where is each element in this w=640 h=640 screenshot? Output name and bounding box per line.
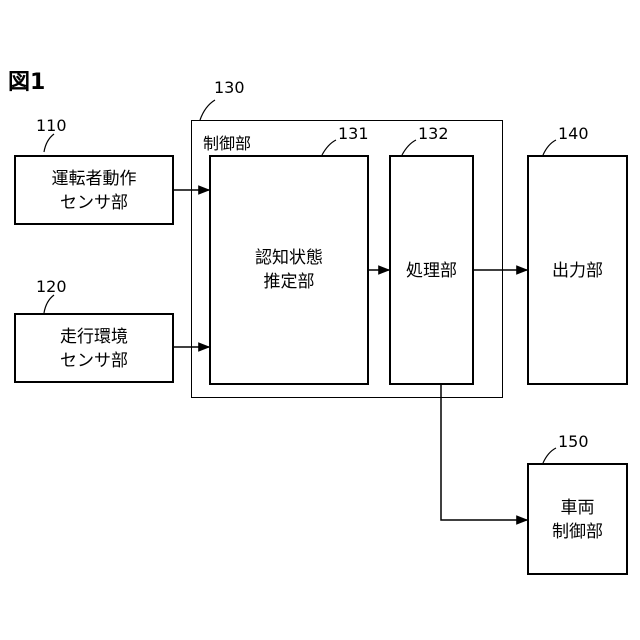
ref-110: 110 — [36, 116, 67, 135]
ref-120: 120 — [36, 277, 67, 296]
cognitive-state-estimation-block: 認知状態 推定部 — [209, 155, 369, 385]
leader-140 — [543, 140, 556, 155]
driver-sensor-line1: 運転者動作 — [16, 167, 172, 191]
ref-130: 130 — [214, 78, 245, 97]
env-sensor-line1: 走行環境 — [16, 325, 172, 349]
cognitive-line2: 推定部 — [211, 270, 367, 294]
processing-block: 処理部 — [389, 155, 474, 385]
driver-sensor-line2: センサ部 — [16, 191, 172, 215]
processing-label: 処理部 — [391, 259, 472, 283]
control-unit-label: 制御部 — [203, 130, 251, 154]
driver-action-sensor-block: 運転者動作 センサ部 — [14, 155, 174, 225]
vehicle-control-line2: 制御部 — [529, 520, 626, 544]
vehicle-control-block: 車両 制御部 — [527, 463, 628, 575]
cognitive-line1: 認知状態 — [211, 246, 367, 270]
ref-140: 140 — [558, 124, 589, 143]
leader-150 — [543, 448, 556, 463]
ref-132: 132 — [418, 124, 449, 143]
output-block: 出力部 — [527, 155, 628, 385]
arrow-132-to-150 — [441, 384, 527, 520]
leader-120 — [44, 295, 54, 313]
leader-110 — [44, 134, 54, 152]
env-sensor-line2: センサ部 — [16, 349, 172, 373]
driving-environment-sensor-block: 走行環境 センサ部 — [14, 313, 174, 383]
ref-131: 131 — [338, 124, 369, 143]
vehicle-control-line1: 車両 — [529, 496, 626, 520]
ref-150: 150 — [558, 432, 589, 451]
leader-130 — [200, 100, 215, 120]
output-label: 出力部 — [529, 259, 626, 283]
